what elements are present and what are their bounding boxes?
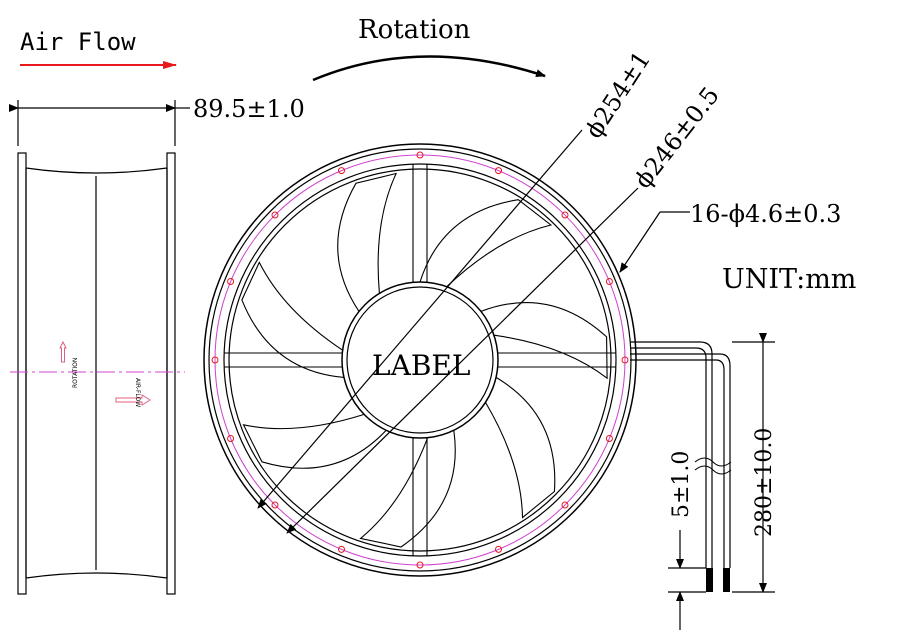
air-flow-label: Air Flow [20, 28, 136, 56]
mounting-hole [211, 356, 219, 364]
side-view [9, 100, 190, 595]
fan-blade [242, 413, 387, 469]
wire-tip-2 [723, 568, 730, 592]
mounting-hole [495, 167, 502, 175]
mounting-hole [338, 545, 345, 553]
mounting-hole [338, 167, 345, 175]
diameter-leaders [257, 129, 690, 534]
lead-wires [630, 341, 732, 568]
fan-blade [359, 430, 456, 548]
outer-diameter-dimension: ϕ254±1 [580, 46, 657, 143]
hub-label: LABEL [372, 349, 470, 382]
side-airflow-text: AIR-FLOW [134, 378, 141, 407]
fan-blade [337, 172, 398, 312]
wire-tip-1 [706, 568, 713, 592]
mounting-hole [227, 278, 235, 285]
side-rotation-marker: ROTATION [59, 340, 79, 388]
fan-blade [419, 199, 553, 288]
mounting-hole [271, 211, 279, 219]
hole-pitch-circle [214, 154, 626, 566]
side-rotation-text: ROTATION [72, 358, 79, 388]
mounting-hole [561, 211, 569, 219]
mounting-hole [416, 151, 424, 159]
mounting-hole [271, 501, 279, 509]
lead-dimensions [668, 333, 775, 630]
rotation-arrow [312, 55, 546, 82]
mounting-hole-dimension: 16-ϕ4.6±0.3 [690, 200, 841, 228]
fan-blade [485, 376, 556, 519]
fan-blades [241, 172, 608, 548]
mounting-hole [495, 545, 502, 553]
depth-dimension: 89.5±1.0 [193, 95, 305, 123]
mounting-holes [211, 151, 629, 569]
mounting-hole [605, 278, 613, 285]
mounting-hole [227, 435, 235, 442]
rotation-label: Rotation [358, 15, 471, 45]
side-airflow-marker: AIR-FLOW [115, 378, 151, 407]
unit-label: UNIT:mm [722, 264, 856, 295]
mounting-hole [621, 356, 629, 364]
strip-length-dimension: 5±1.0 [669, 451, 694, 518]
frame-struts [224, 164, 616, 556]
mounting-hole [605, 435, 613, 442]
fan-blade [480, 301, 608, 380]
mounting-hole [561, 501, 569, 509]
fan-front-view [203, 143, 637, 577]
fan-blade [241, 261, 345, 378]
lead-length-dimension: 280±10.0 [752, 428, 777, 537]
inner-diameter-dimension: ϕ246±0.5 [629, 82, 725, 194]
mounting-hole [416, 561, 424, 569]
